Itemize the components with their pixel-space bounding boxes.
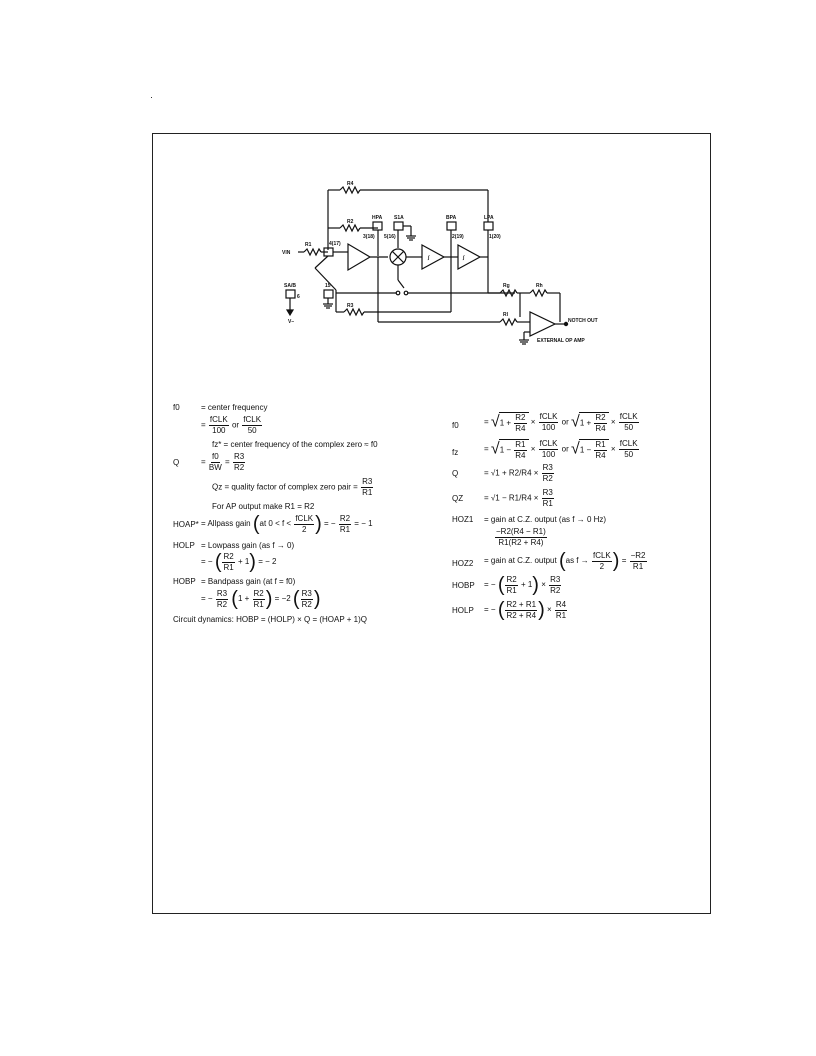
left-f0-sym: f0: [173, 403, 180, 412]
left-dynamics: Circuit dynamics: HOBP = (HOLP) × Q = (H…: [173, 615, 367, 624]
label-bpa: BPA: [446, 215, 457, 221]
label-pin-4-17: 4(17): [329, 241, 341, 247]
label-notch: NOTCH OUT: [568, 318, 598, 324]
left-q-sym: Q: [173, 458, 180, 467]
right-hoz1-sym: HOZ1: [452, 515, 474, 524]
label-pin-15: 15: [325, 283, 331, 289]
right-hobp-sym: HOBP: [452, 581, 475, 590]
label-r2: R2: [347, 219, 354, 225]
integrator-1-symbol: ∫: [427, 255, 430, 261]
left-hobp-sym: HOBP: [173, 577, 196, 586]
label-s1a: S1A: [394, 215, 404, 221]
right-hoz2-sym: HOZ2: [452, 559, 474, 568]
left-hoap-sym: HOAP*: [173, 520, 199, 529]
label-pin-6: 6: [297, 294, 300, 300]
label-pin-1-20: 1(20): [489, 234, 501, 240]
integrator-2-symbol: ∫: [462, 255, 465, 261]
label-rg: Rg: [503, 283, 510, 289]
label-pin-5-16: 5(16): [384, 234, 396, 240]
left-f0-def: = center frequency: [201, 403, 268, 412]
right-f0-sym: f0: [452, 421, 459, 430]
right-hoz1-formula: −R2(R4 − R1)R1(R2 + R4): [495, 527, 547, 547]
left-qz-def: Qz = quality factor of complex zero pair…: [212, 477, 374, 497]
right-qz-sym: QZ: [452, 494, 464, 503]
left-holp-sym: HOLP: [173, 541, 195, 550]
stray-dot: [151, 97, 152, 98]
label-hpa: HPA: [372, 215, 383, 221]
label-sab: SA/B: [284, 283, 296, 289]
label-pin-3-18: 3(18): [363, 234, 375, 240]
figure-frame: [152, 133, 711, 914]
label-vin: VIN: [282, 250, 291, 256]
label-rh: Rh: [536, 283, 543, 289]
label-ext-op-amp: EXTERNAL OP AMP: [537, 338, 585, 344]
label-r1: R1: [305, 242, 312, 248]
label-r3: R3: [347, 303, 354, 309]
left-fz-def: fz* = center frequency of the complex ze…: [212, 440, 378, 449]
label-pin-2-19: 2(19): [452, 234, 464, 240]
right-q-sym: Q: [452, 469, 459, 478]
label-vminus: V−: [288, 319, 294, 325]
left-ap-note: For AP output make R1 = R2: [212, 502, 315, 511]
left-hobp-def: = Bandpass gain (at f = f0): [201, 577, 296, 586]
label-rl: Rl: [503, 312, 509, 318]
label-lpa: LPA: [484, 215, 494, 221]
right-fz-sym: fz: [452, 448, 459, 457]
left-holp-def: = Lowpass gain (as f → 0): [201, 541, 295, 550]
right-hoz1-def: = gain at C.Z. output (as f → 0 Hz): [484, 515, 607, 524]
right-holp-sym: HOLP: [452, 606, 474, 615]
label-r4: R4: [347, 181, 354, 187]
